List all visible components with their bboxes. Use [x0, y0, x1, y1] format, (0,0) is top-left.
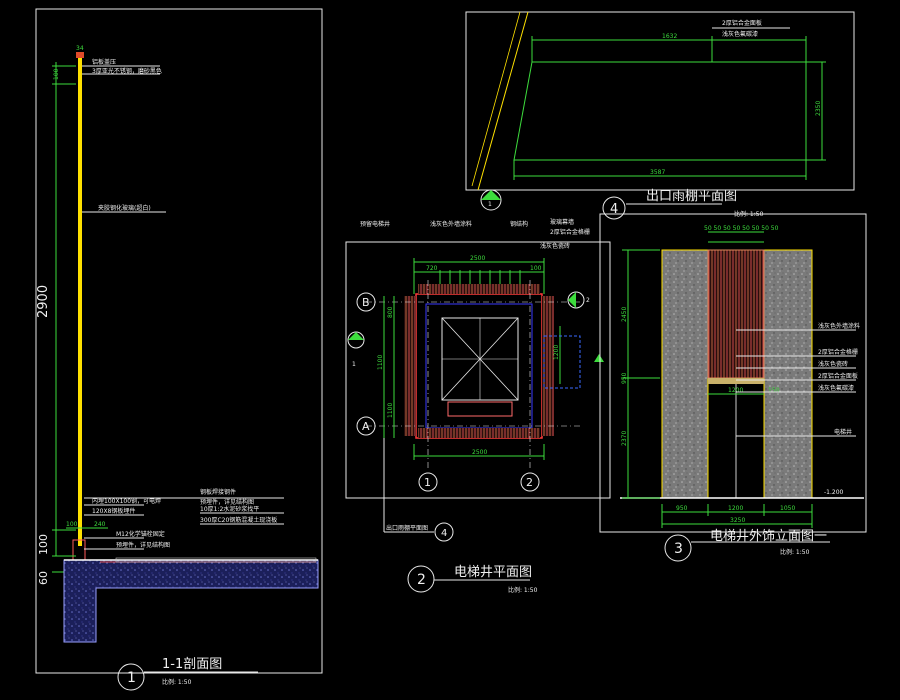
- plan-dim-bottom-total: 2500: [472, 449, 487, 456]
- plan-label-6: 浅灰色瓷砖: [540, 242, 570, 250]
- note-glass: 夹胶钢化玻璃(超白): [98, 204, 151, 212]
- section-title: 1-1剖面图: [162, 657, 222, 672]
- plan-dim-left-a: 800: [387, 306, 394, 318]
- note-lower1: 内埋100X100钢，可电焊: [92, 497, 161, 505]
- note-base2: 300厚C20钢筋混凝土现浇板: [200, 516, 277, 524]
- elevation-note-6: 电梯井: [834, 428, 852, 436]
- note-cap: 铝板盖压: [92, 58, 116, 66]
- elevation-side: 150: [768, 387, 780, 394]
- plan-callout-1: 1: [352, 361, 356, 368]
- plan-callout-2: 2: [586, 297, 590, 304]
- canopy-callout: 1: [488, 201, 492, 208]
- dim-height: 2900: [36, 285, 51, 318]
- lintel: [708, 378, 764, 384]
- plan-label-1: 预留电梯井: [360, 220, 390, 228]
- plan-dim-left-b: 1100: [377, 355, 384, 370]
- note-lower2: 120X8钢板埋件: [92, 507, 135, 515]
- canopy-dim-top: 1632: [662, 33, 677, 40]
- canopy-outline: [513, 61, 807, 161]
- elevation-note-3: 浅灰色瓷砖: [818, 360, 848, 368]
- dim-w100: 100: [66, 521, 78, 528]
- note-steel: 钢板焊接钢件: [200, 488, 236, 496]
- canopy-dim-right: 2350: [815, 101, 822, 116]
- plan-dim-top-right: 100: [530, 265, 542, 272]
- elevation-scale: 比例: 1:50: [780, 548, 810, 556]
- dim-60: 60: [37, 571, 50, 585]
- post-cap: [76, 52, 84, 58]
- canopy-frame: [465, 11, 855, 191]
- plan-exit-ref: 4: [441, 528, 447, 539]
- glass-post: [78, 56, 82, 546]
- plan-dim-top-left: 720: [426, 265, 438, 272]
- elevation-note-5: 浅灰色氟碳漆: [818, 384, 854, 392]
- elevation-view: -1.200 50 50 50 50 50 50 50 50 2450 950 …: [599, 213, 867, 562]
- axis-2: 2: [526, 476, 533, 489]
- elevation-note-2: 2厚铝合金格栅: [818, 348, 858, 356]
- wall-left: [661, 249, 709, 499]
- elevation-dim-bottom-a: 950: [676, 505, 688, 512]
- elevation-door-width: 1200: [728, 387, 743, 394]
- note-base1: 10厚1:2水泥砂浆找平: [200, 505, 259, 513]
- plan-exit-label: 出口雨棚平面图: [386, 524, 428, 532]
- section-1-1-view: 100 2900 100 60 34 铝板盖压 3厚亚光不锈钢，磨砂黑色 夹胶钢…: [35, 8, 323, 691]
- canopy-note-2: 浅灰色氟碳漆: [722, 30, 758, 38]
- grille-top: [418, 284, 540, 294]
- plan-scale: 比例: 1:50: [508, 586, 538, 594]
- elevation-note-1: 浅灰色外墙涂料: [818, 322, 860, 330]
- canopy-plan-view: 1632 3587 2350 2厚铝合金面板 浅灰色氟碳漆 1 4 出口雨棚平面…: [465, 11, 855, 220]
- note-embed: 预埋件，详见结构图: [200, 498, 254, 506]
- elevation-note-4: 2厚铝合金面板: [818, 372, 858, 380]
- note-top-mark: 34: [76, 45, 84, 52]
- plan-index: 2: [417, 572, 426, 588]
- grille-right: [542, 296, 554, 436]
- elevation-dim-left-top: 2450: [621, 307, 628, 322]
- elevation-top-grid: 50 50 50 50 50 50 50 50: [704, 225, 779, 232]
- plan-title: 电梯井平面图: [454, 565, 532, 580]
- dim-100: 100: [37, 534, 50, 555]
- elevation-index: 3: [674, 541, 683, 557]
- elevation-dim-left-mid: 950: [621, 372, 628, 384]
- section-scale: 比例: 1:50: [162, 678, 192, 686]
- plan-dim-grille-ticks: [439, 270, 521, 286]
- plan-dim-right-a: 1200: [553, 345, 560, 360]
- section-index: 1: [127, 670, 136, 686]
- canopy-wall-line: [477, 11, 529, 191]
- section-frame: [35, 8, 323, 674]
- plan-dim-left-c: 1100: [387, 403, 394, 418]
- canopy-index: 4: [610, 202, 618, 217]
- canopy-dim-bottom: 3587: [650, 169, 665, 176]
- elevator-plan-view: 预留电梯井 浅灰色外墙涂料 钢结构 玻璃幕墙 2厚铝合金格栅 浅灰色瓷砖 250…: [345, 218, 611, 594]
- plan-dim-top-total: 2500: [470, 255, 485, 262]
- elevation-title: 电梯井外饰立面图一: [710, 529, 827, 544]
- door-frame: [447, 401, 513, 417]
- elevation-dim-bottom-total: 3250: [730, 517, 745, 524]
- upper-grille: [707, 249, 765, 379]
- plan-label-4: 玻璃幕墙: [550, 218, 574, 226]
- wall-right: [763, 249, 813, 499]
- elevation-dim-bottom-c: 1050: [780, 505, 795, 512]
- axis-b: B: [362, 296, 370, 309]
- plan-label-2: 浅灰色外墙涂料: [430, 220, 472, 228]
- plan-label-5: 2厚铝合金格栅: [550, 228, 590, 236]
- plan-frame: [345, 241, 611, 499]
- grille-left: [404, 296, 416, 436]
- note-lower3: M12化学锚栓固定: [116, 530, 165, 538]
- plan-label-3: 钢结构: [510, 220, 528, 228]
- canopy-title: 出口雨棚平面图: [646, 189, 737, 204]
- note-cap2: 3厚亚光不锈钢，磨砂黑色: [92, 67, 162, 75]
- elevation-level: -1.200: [824, 489, 844, 496]
- section-index-circle: [117, 663, 145, 691]
- canopy-note-1: 2厚铝合金面板: [722, 19, 762, 27]
- dim-top-small: 100: [53, 68, 60, 80]
- concrete-slab: [63, 559, 319, 643]
- note-lower4: 预埋件，详见结构图: [116, 541, 170, 549]
- elevation-dim-left-bottom: 2370: [621, 431, 628, 446]
- grille-bottom: [418, 428, 540, 438]
- elevation-frame: [599, 213, 867, 533]
- dim-w240: 240: [94, 521, 106, 528]
- elevation-dim-bottom-b: 1200: [728, 505, 743, 512]
- axis-a: A: [362, 420, 370, 433]
- axis-1: 1: [424, 476, 431, 489]
